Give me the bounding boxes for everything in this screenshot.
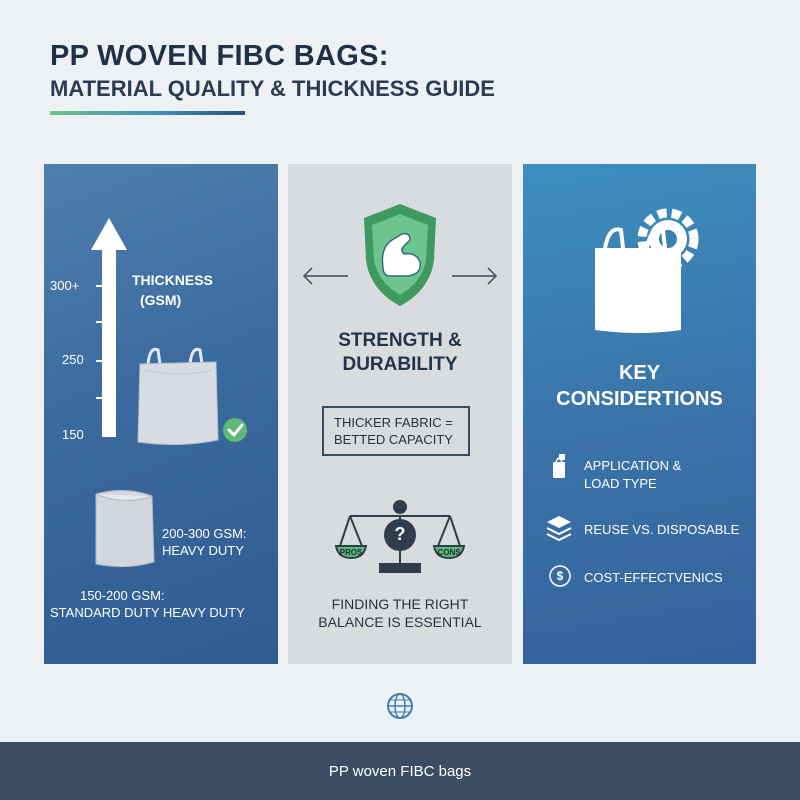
cons-label: CONS xyxy=(437,548,461,557)
tote-bag-icon xyxy=(595,227,681,333)
question-mark-icon: ? xyxy=(394,524,406,544)
shield-strength-icon xyxy=(364,204,436,306)
strength-graphics xyxy=(302,204,498,573)
capacity-line-1: THICKER FABRIC = xyxy=(334,415,453,430)
thickness-graphics xyxy=(91,218,247,568)
bulk-bag-icon xyxy=(95,490,155,568)
arrow-up-icon xyxy=(91,218,127,437)
balance-line-2: BALANCE IS ESSENTIAL xyxy=(318,614,482,630)
axis-title: THICKNESS xyxy=(132,272,213,288)
pros-label: PROS xyxy=(339,548,363,557)
considerations-heading-1: KEY xyxy=(618,362,661,384)
durability-heading: DURABILITY xyxy=(342,354,458,375)
tick-label-250: 250 xyxy=(62,352,84,367)
page-subtitle: MATERIAL QUALITY & THICKNESS GUIDE xyxy=(50,76,495,101)
capacity-callout: THICKER FABRIC = BETTED CAPACITY xyxy=(322,406,470,456)
check-circle-icon xyxy=(223,418,247,442)
axis-unit: (GSM) xyxy=(140,292,182,308)
balance-line-1: FINDING THE RIGHT xyxy=(331,596,469,612)
arrow-right-icon xyxy=(452,267,498,285)
fibc-bag-icon xyxy=(137,347,219,446)
capacity-line-2: BETTED CAPACITY xyxy=(334,432,453,447)
balance-scale-icon xyxy=(334,500,466,573)
considerations-heading-2: CONSIDERTIONS xyxy=(556,388,723,410)
dollar-icon xyxy=(549,565,571,587)
standard-duty-range: 150-200 GSM: xyxy=(80,588,165,603)
page-title: PP WOVEN FIBC BAGS: xyxy=(50,40,389,72)
consideration-cost: COST-EFFECTVENICS xyxy=(584,570,723,585)
tick-label-150: 150 xyxy=(62,427,84,442)
globe-icon xyxy=(387,693,413,719)
heavy-duty-range: 200-300 GSM: xyxy=(162,526,247,541)
consideration-reuse: REUSE VS. DISPOSABLE xyxy=(584,522,740,537)
footer-bar: PP woven FIBC bags xyxy=(0,742,800,800)
title-underline xyxy=(50,111,245,115)
heavy-duty-label: HEAVY DUTY xyxy=(162,543,244,558)
layers-icon xyxy=(546,516,572,542)
strength-heading: STRENGTH & xyxy=(338,330,462,351)
arrow-left-icon xyxy=(302,267,348,285)
standard-duty-label: STANDARD DUTY HEAVY DUTY xyxy=(50,605,245,620)
consideration-application: APPLICATION & xyxy=(584,458,682,473)
tick-label-300: 300+ xyxy=(50,278,80,293)
considerations-graphics xyxy=(546,208,699,587)
consideration-load-type: LOAD TYPE xyxy=(584,476,657,491)
bag-weight-icon xyxy=(553,454,565,478)
footer-text: PP woven FIBC bags xyxy=(328,762,472,780)
dollar-symbol: $ xyxy=(556,569,564,583)
